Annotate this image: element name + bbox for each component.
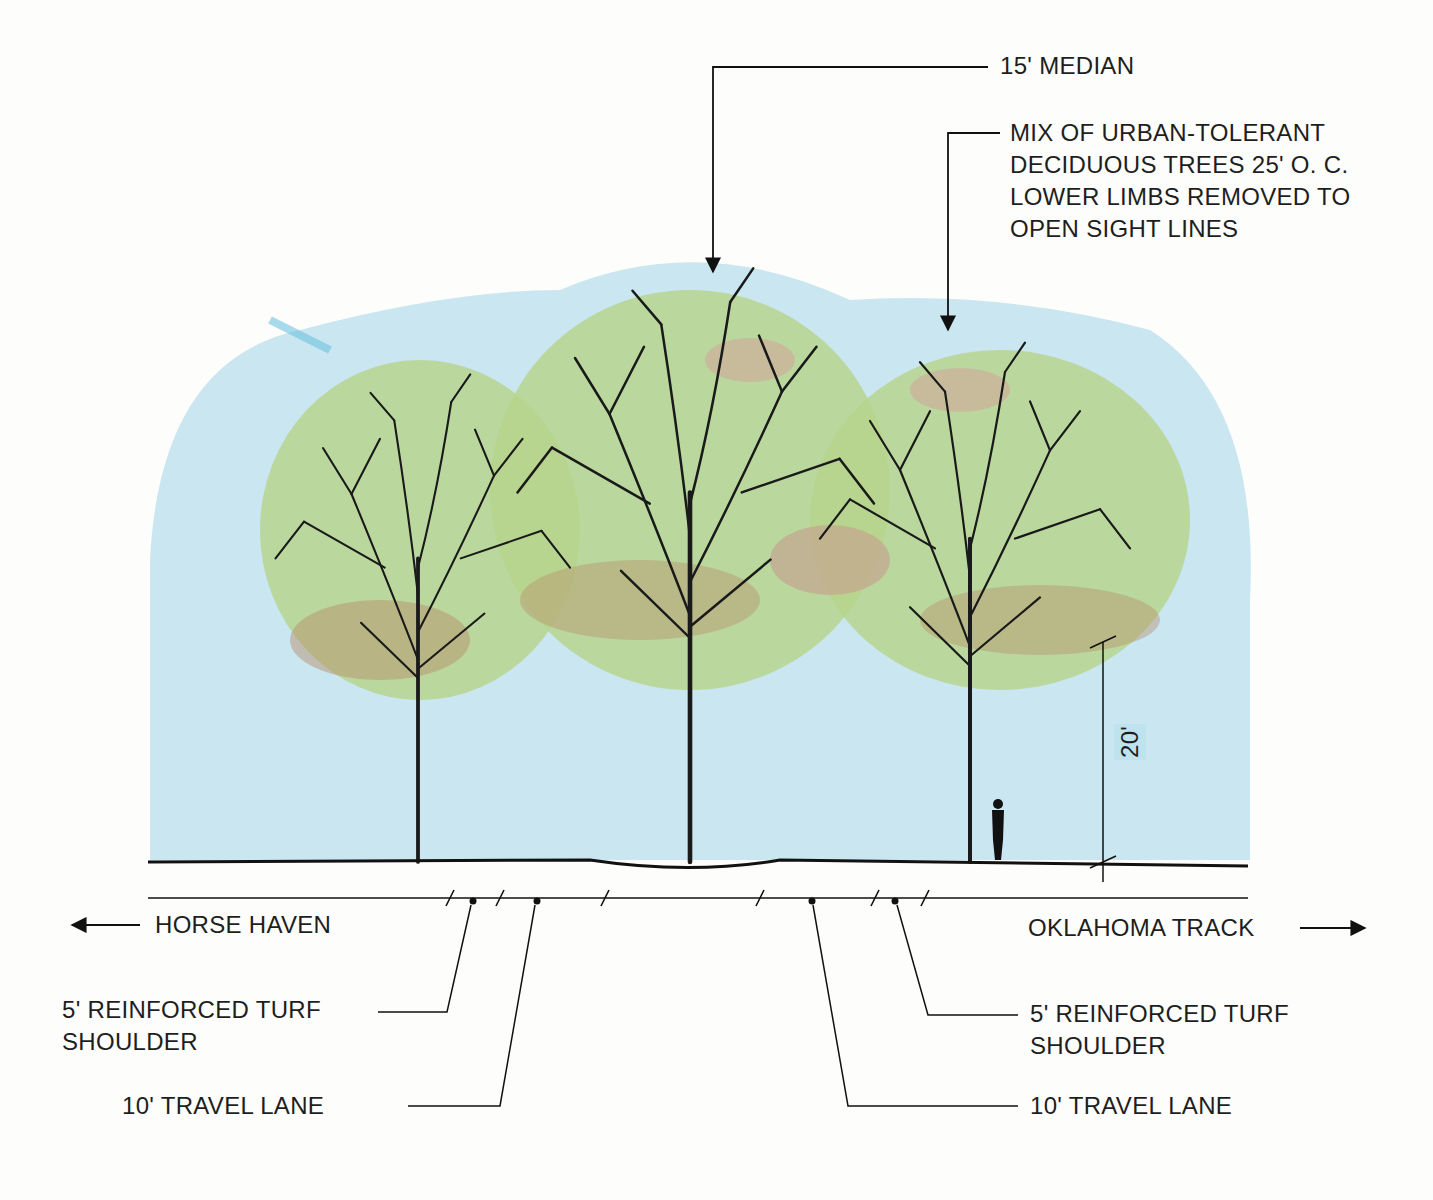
sky-stroke [270, 320, 330, 350]
callout-label: 5' REINFORCED TURF SHOULDER [62, 994, 362, 1058]
height-dimension [1090, 636, 1116, 882]
callout-label: 10' TRAVEL LANE [1030, 1090, 1232, 1122]
direction-label: HORSE HAVEN [155, 909, 331, 941]
direction-label: OKLAHOMA TRACK [1028, 912, 1254, 944]
callout-label: 15' MEDIAN [1000, 50, 1134, 82]
person-figure [992, 799, 1004, 860]
dimension-label: 20' [1114, 724, 1146, 760]
tree [276, 374, 571, 862]
tree [518, 268, 875, 862]
leader-dots [470, 898, 899, 905]
direction-arrow [1300, 927, 1365, 929]
leader-line [948, 133, 1000, 330]
ground-line [148, 860, 1248, 868]
callout-label: 5' REINFORCED TURF SHOULDER [1030, 998, 1330, 1062]
callout-note: MIX OF URBAN-TOLERANT DECIDUOUS TREES 25… [1010, 117, 1415, 245]
leader-lines [378, 905, 1018, 1106]
tree [820, 343, 1130, 862]
section-dimension-line [148, 890, 1248, 906]
tree-canopies [260, 290, 1190, 700]
callout-label: 10' TRAVEL LANE [122, 1090, 324, 1122]
leader-line [713, 67, 988, 272]
direction-arrow [72, 924, 140, 926]
